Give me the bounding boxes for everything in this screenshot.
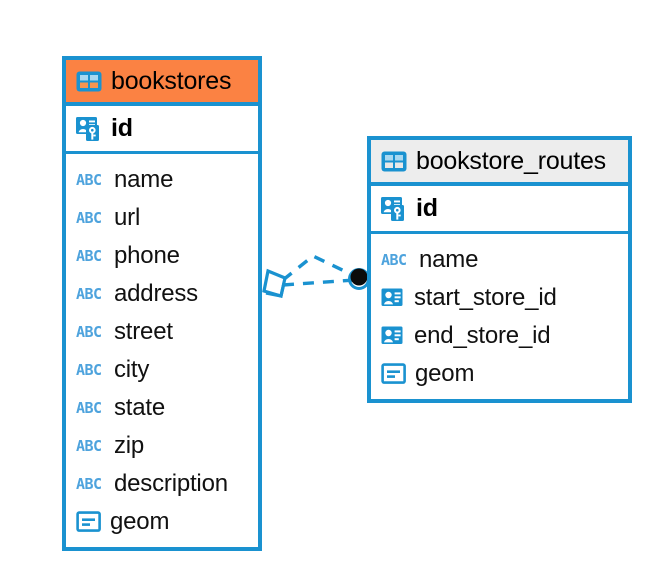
field-label: city: [114, 356, 150, 383]
field-label: street: [114, 318, 173, 345]
field-label: phone: [114, 242, 180, 269]
field-row[interactable]: ABC street: [66, 313, 258, 351]
field-row[interactable]: ABC state: [66, 389, 258, 427]
text-field-icon: ABC: [76, 323, 102, 341]
entity-title: bookstores: [111, 66, 232, 95]
text-field-icon: ABC: [76, 437, 102, 455]
field-row[interactable]: ABC zip: [66, 427, 258, 465]
field-row[interactable]: geom: [371, 355, 628, 393]
one-filled-circle-marker: [348, 268, 370, 290]
geometry-field-icon: [381, 363, 407, 385]
field-label: start_store_id: [414, 284, 557, 311]
entity-bookstore-routes[interactable]: bookstore_routes id: [367, 136, 632, 403]
text-field-icon: ABC: [76, 361, 102, 379]
text-field-icon: ABC: [76, 247, 102, 265]
field-label: address: [114, 280, 198, 307]
primary-key-icon: [76, 116, 104, 142]
relationship-line-upper: [281, 254, 358, 282]
table-icon: [76, 71, 102, 92]
entity-header-bookstore-routes[interactable]: bookstore_routes: [371, 140, 628, 186]
field-label: end_store_id: [414, 322, 551, 349]
field-label: zip: [114, 432, 145, 459]
field-label: geom: [415, 360, 475, 387]
field-row[interactable]: ABC city: [66, 351, 258, 389]
relationship-line-lower: [282, 278, 356, 287]
field-row[interactable]: ABC name: [371, 241, 628, 279]
entity-title: bookstore_routes: [416, 146, 606, 175]
field-row[interactable]: ABC phone: [66, 237, 258, 275]
field-row[interactable]: ABC address: [66, 275, 258, 313]
field-label: geom: [110, 508, 170, 535]
field-label: name: [419, 246, 479, 273]
field-row[interactable]: geom: [66, 503, 258, 541]
primary-key-label: id: [111, 114, 133, 142]
field-row[interactable]: end_store_id: [371, 317, 628, 355]
field-row[interactable]: ABC url: [66, 199, 258, 237]
field-row[interactable]: start_store_id: [371, 279, 628, 317]
field-label: state: [114, 394, 166, 421]
text-field-icon: ABC: [76, 475, 102, 493]
primary-key-label: id: [416, 194, 438, 222]
primary-key-icon: [381, 196, 409, 222]
foreign-key-icon: [381, 325, 406, 347]
table-icon: [381, 151, 407, 172]
text-field-icon: ABC: [76, 209, 102, 227]
field-row[interactable]: ABC name: [66, 161, 258, 199]
field-row[interactable]: ABC description: [66, 465, 258, 503]
foreign-key-icon: [381, 287, 406, 309]
primary-key-row[interactable]: id: [371, 186, 628, 234]
primary-key-row[interactable]: id: [66, 106, 258, 154]
field-list: ABC name start_store_id: [371, 234, 628, 399]
text-field-icon: ABC: [76, 285, 102, 303]
entity-bookstores[interactable]: bookstores id: [62, 56, 262, 551]
entity-header-bookstores[interactable]: bookstores: [66, 60, 258, 106]
text-field-icon: ABC: [76, 399, 102, 417]
field-label: name: [114, 166, 174, 193]
field-list: ABC name ABC url ABC phone ABC address A…: [66, 154, 258, 547]
text-field-icon: ABC: [381, 251, 407, 269]
geometry-field-icon: [76, 511, 102, 533]
field-label: url: [114, 204, 141, 231]
field-label: description: [114, 470, 228, 497]
text-field-icon: ABC: [76, 171, 102, 189]
many-diamond-marker: [262, 268, 287, 299]
